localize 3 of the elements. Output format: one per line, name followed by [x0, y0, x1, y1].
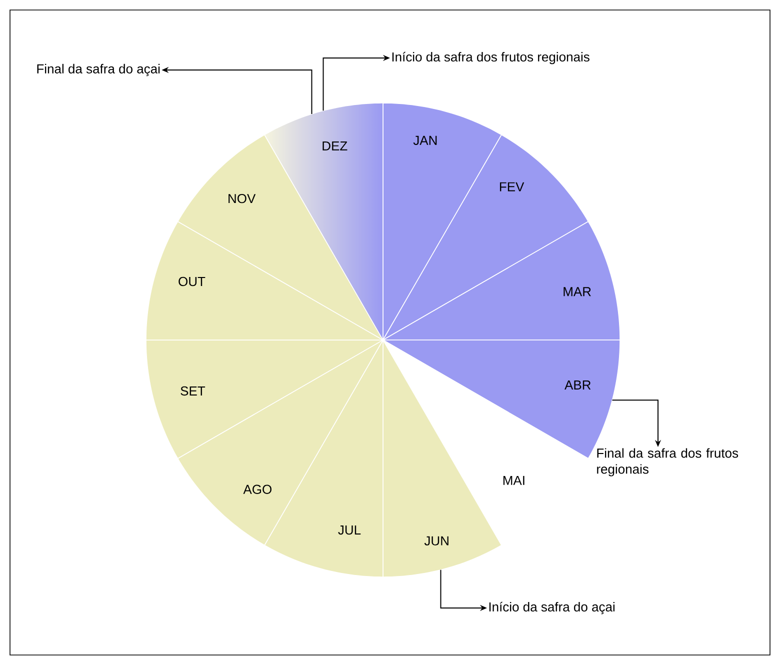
annotation-text: Final da safra do açai: [37, 64, 160, 76]
annotation-text: Início da safra dos frutos regionais: [392, 52, 590, 64]
annotation-text: Início da safra do açai: [489, 602, 614, 614]
